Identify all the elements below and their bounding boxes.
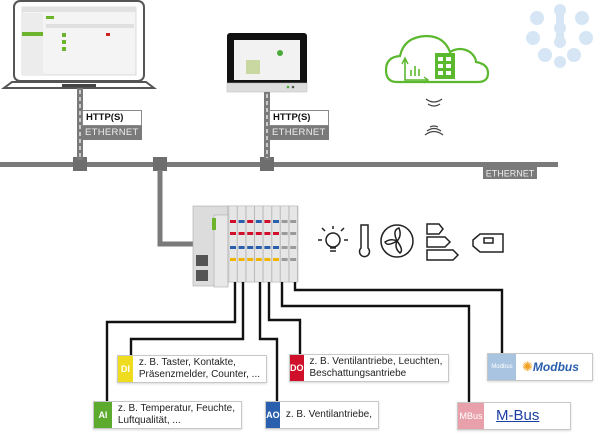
ai-desc-2: Luftqualität, ... bbox=[117, 415, 181, 426]
terminal-marker bbox=[281, 220, 288, 223]
io-controller bbox=[192, 205, 299, 288]
terminal-marker bbox=[230, 258, 236, 261]
ethernet-bus bbox=[0, 88, 558, 247]
mbus-box: MBus M-Bus bbox=[457, 402, 571, 430]
terminal-marker bbox=[247, 246, 254, 249]
laptop-link-label: HTTP(S) ETHERNET bbox=[82, 110, 142, 140]
io-module-slot bbox=[237, 205, 246, 283]
panel-link-label: HTTP(S) ETHERNET bbox=[269, 110, 329, 140]
panel-medium: ETHERNET bbox=[269, 126, 329, 140]
io-module-slot bbox=[245, 205, 255, 283]
terminal-marker bbox=[264, 246, 271, 249]
terminal-marker bbox=[273, 246, 279, 249]
terminal-marker bbox=[264, 232, 271, 235]
io-module-slot bbox=[280, 205, 289, 283]
terminal-marker bbox=[281, 258, 288, 261]
terminal-marker bbox=[290, 232, 297, 235]
terminal-marker bbox=[273, 220, 279, 223]
terminal-marker bbox=[238, 232, 245, 235]
do-label-box: DO z. B. Ventilantriebe, Leuchten,Bescha… bbox=[289, 354, 449, 382]
ai-desc-1: z. B. Temperatur, Feuchte, bbox=[117, 403, 235, 414]
di-label-box: DI z. B. Taster, Kontakte,Präsenzmelder,… bbox=[117, 355, 267, 383]
do-desc-1: z. B. Ventilantriebe, Leuchten, bbox=[309, 356, 443, 367]
di-desc-1: z. B. Taster, Kontakte, bbox=[138, 357, 236, 368]
terminal-marker bbox=[255, 220, 262, 223]
terminal-marker bbox=[290, 258, 297, 261]
do-tag: DO bbox=[290, 355, 304, 381]
terminal-marker bbox=[281, 246, 288, 249]
terminal-marker bbox=[273, 232, 279, 235]
di-desc-2: Präsenzmelder, Counter, ... bbox=[138, 369, 260, 380]
di-tag: DI bbox=[118, 356, 133, 382]
thermometer-icon bbox=[358, 224, 371, 258]
terminal-marker bbox=[238, 220, 245, 223]
laptop-protocol: HTTP(S) bbox=[82, 110, 142, 126]
io-module-slot bbox=[254, 205, 264, 283]
ai-tag: AI bbox=[94, 402, 112, 428]
laptop bbox=[0, 0, 157, 89]
ethernet-bus-label: ETHERNET bbox=[486, 169, 535, 179]
wireless-signal-icon bbox=[424, 98, 444, 136]
modbus-tag: Modbus bbox=[488, 354, 516, 380]
light-bulb-icon bbox=[318, 226, 348, 252]
do-desc-2: Beschattungsantriebe bbox=[309, 368, 407, 379]
terminal-marker bbox=[230, 220, 236, 223]
terminal-marker bbox=[264, 258, 271, 261]
terminal-marker bbox=[230, 232, 236, 235]
terminal-marker bbox=[281, 232, 288, 235]
ao-tag: AO bbox=[266, 402, 280, 428]
blind-motor-icon bbox=[472, 233, 504, 253]
terminal-marker bbox=[273, 258, 279, 261]
ao-desc-1: z. B. Ventilantriebe, bbox=[285, 409, 372, 420]
modbus-logo-icon: ✺ bbox=[522, 359, 533, 374]
mbus-tag: MBus bbox=[458, 403, 484, 429]
terminal-marker bbox=[290, 220, 297, 223]
cloud-analytics-icon bbox=[384, 34, 490, 84]
terminal-marker bbox=[290, 246, 297, 249]
terminal-marker bbox=[238, 258, 245, 261]
modbus-box: Modbus ✺ Modbus bbox=[487, 353, 593, 381]
building-icon bbox=[435, 53, 455, 79]
io-module-slot bbox=[288, 205, 298, 283]
panel-protocol: HTTP(S) bbox=[269, 110, 329, 126]
terminal-marker bbox=[264, 220, 271, 223]
terminal-marker bbox=[247, 232, 254, 235]
energy-class-icon bbox=[426, 223, 460, 261]
terminal-marker bbox=[247, 258, 254, 261]
watermark-logo bbox=[526, 4, 593, 68]
mbus-logo: M-Bus bbox=[496, 407, 540, 424]
io-module-slot bbox=[271, 205, 281, 283]
ai-label-box: AI z. B. Temperatur, Feuchte,Luftqualitä… bbox=[93, 401, 242, 429]
ao-label-box: AO z. B. Ventilantriebe, bbox=[265, 401, 379, 429]
io-module-slot bbox=[228, 205, 238, 283]
terminal-marker bbox=[238, 246, 245, 249]
terminal-marker bbox=[255, 232, 262, 235]
modbus-logo: Modbus bbox=[532, 360, 579, 374]
fan-icon bbox=[380, 224, 414, 258]
io-module-slot bbox=[263, 205, 272, 283]
terminal-marker bbox=[255, 246, 262, 249]
terminal-marker bbox=[255, 258, 262, 261]
touch-panel bbox=[226, 33, 308, 93]
terminal-marker bbox=[247, 220, 254, 223]
field-wires bbox=[105, 282, 504, 413]
laptop-medium: ETHERNET bbox=[82, 126, 142, 140]
terminal-marker bbox=[230, 246, 236, 249]
